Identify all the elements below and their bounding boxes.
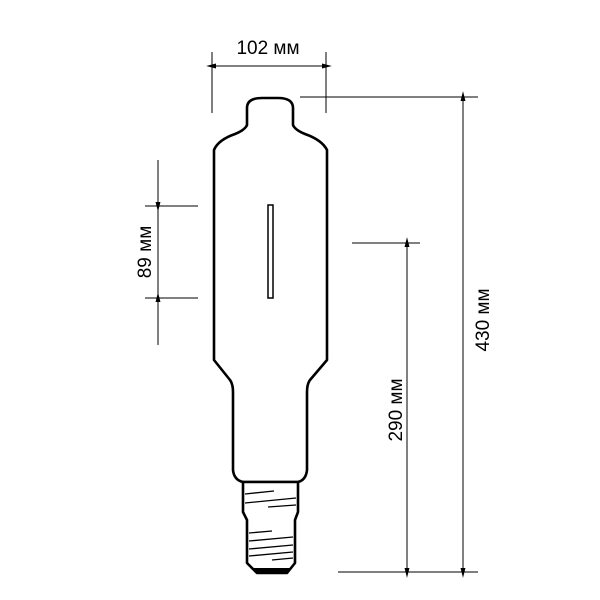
- lamp-bulb: [212, 96, 329, 575]
- light-center-dimension: 290 мм: [352, 237, 420, 578]
- arc-length-label: 89 мм: [135, 226, 156, 279]
- total-height-label: 430 мм: [473, 288, 494, 351]
- arc-length-dimension: 89 мм: [135, 160, 198, 345]
- screw-base: [241, 480, 300, 575]
- arc-tube: [267, 204, 274, 299]
- total-height-dimension: 430 мм: [300, 91, 494, 578]
- light-center-label: 290 мм: [386, 378, 407, 441]
- width-label: 102 мм: [236, 38, 299, 59]
- width-dimension: 102 мм: [206, 38, 332, 113]
